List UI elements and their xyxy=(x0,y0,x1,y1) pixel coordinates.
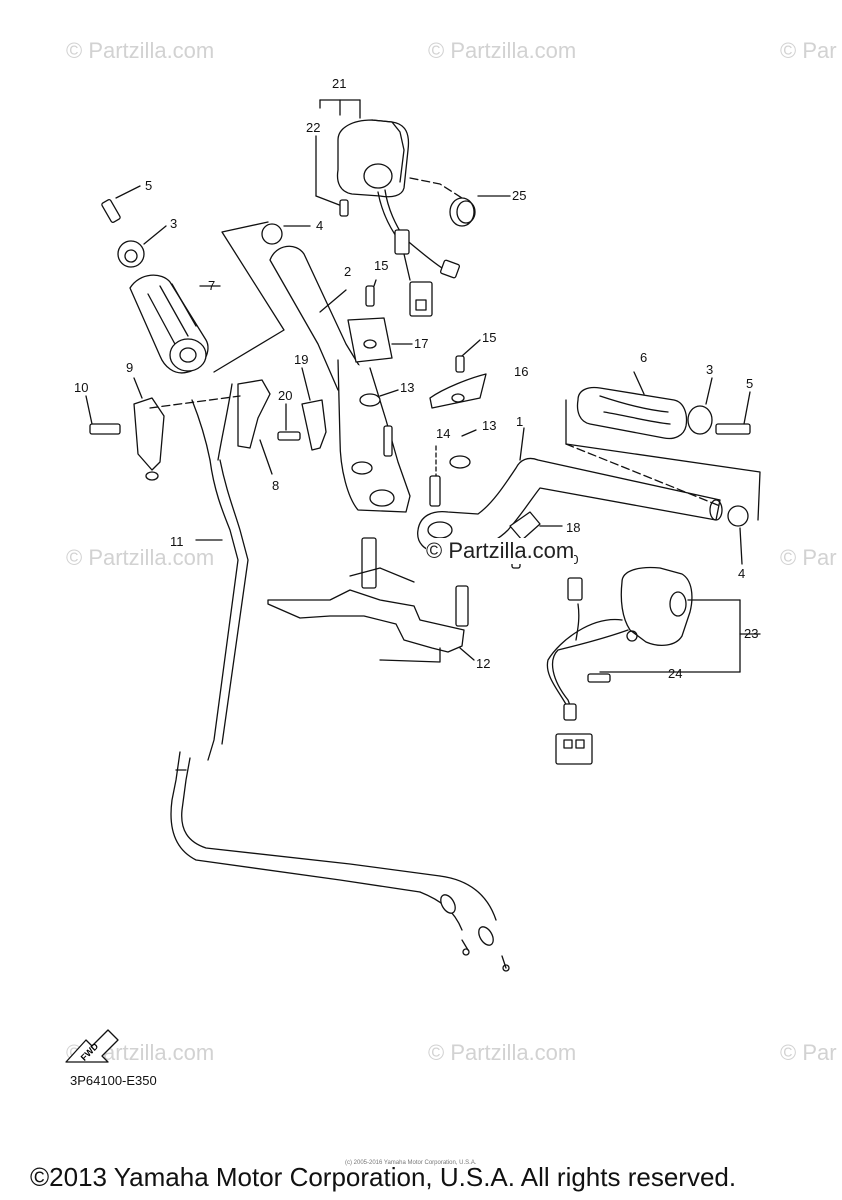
callout-3: 3 xyxy=(706,362,713,377)
bar-end-weight-3-right xyxy=(687,405,713,435)
callout-12: 12 xyxy=(476,656,490,671)
bracket-19 xyxy=(301,399,327,451)
bolt-14 xyxy=(429,475,441,507)
callout-23: 23 xyxy=(744,626,758,641)
holder-12 xyxy=(267,537,469,663)
screw-22 xyxy=(339,199,349,217)
bolt-5-left xyxy=(101,185,141,223)
forward-arrow-icon xyxy=(65,1029,119,1063)
copyright-notice: ©2013 Yamaha Motor Corporation, U.S.A. A… xyxy=(30,1162,737,1192)
watermark: © Par xyxy=(780,38,837,63)
callout-15: 15 xyxy=(482,330,496,345)
callout-5: 5 xyxy=(145,178,152,193)
callout-18: 18 xyxy=(566,520,580,535)
nut-13-left xyxy=(359,393,381,407)
callout-3: 3 xyxy=(170,216,177,231)
nut-13-right xyxy=(449,455,471,469)
screw-20-left xyxy=(277,431,301,441)
cover-16 xyxy=(429,373,487,409)
throttle-grip-7 xyxy=(129,274,221,374)
bar-end-weight-3-left xyxy=(117,240,145,268)
watermark: © Par xyxy=(780,545,837,570)
callout-21: 21 xyxy=(332,76,346,91)
callout-15: 15 xyxy=(374,258,388,273)
callout-14: 14 xyxy=(436,426,450,441)
clamp-18 xyxy=(509,511,541,541)
callout-16: 16 xyxy=(514,364,528,379)
bolt-5-right xyxy=(715,423,751,435)
callout-19: 19 xyxy=(294,352,308,367)
screw-15-right xyxy=(455,355,465,373)
callout-1: 1 xyxy=(516,414,523,429)
callout-4: 4 xyxy=(738,566,745,581)
watermark-center: © Partzilla.com xyxy=(426,538,575,564)
callout-8: 8 xyxy=(272,478,279,493)
watermark: © Par xyxy=(780,1040,837,1065)
callout-5: 5 xyxy=(746,376,753,391)
callout-9: 9 xyxy=(126,360,133,375)
watermark: © Partzilla.com xyxy=(66,38,215,63)
watermark: © Partzilla.com xyxy=(428,1040,577,1065)
bar-end-4-right xyxy=(727,505,749,527)
callout-2: 2 xyxy=(344,264,351,279)
tiny-copyright-note: (c) 2005-2016 Yamaha Motor Corporation, … xyxy=(345,1160,477,1166)
screw-10 xyxy=(89,423,121,435)
left-handlebar-switch xyxy=(336,119,460,317)
callout-13: 13 xyxy=(482,418,496,433)
watermark: © Partzilla.com xyxy=(428,38,577,63)
collar-25 xyxy=(449,197,475,227)
callout-7: 7 xyxy=(208,278,215,293)
callout-10: 10 xyxy=(74,380,88,395)
screw-15-upper xyxy=(365,285,375,307)
throttle-cables-11 xyxy=(170,459,510,972)
diagram-code: 3P64100-E350 xyxy=(70,1073,157,1088)
right-grip-6 xyxy=(576,371,688,440)
throttle-housing-8 xyxy=(237,379,271,449)
callout-24: 24 xyxy=(668,666,682,681)
callout-22: 22 xyxy=(306,120,320,135)
right-handlebar-switch xyxy=(546,566,693,765)
callout-6: 6 xyxy=(640,350,647,365)
callout-20: 20 xyxy=(278,388,292,403)
callout-13: 13 xyxy=(400,380,414,395)
left-handlebar-2 xyxy=(269,245,411,513)
callout-25: 25 xyxy=(512,188,526,203)
bar-end-4-left xyxy=(261,223,283,245)
callout-11: 11 xyxy=(170,534,184,549)
watermark: © Partzilla.com xyxy=(66,545,215,570)
throttle-housing-9 xyxy=(133,397,165,471)
callout-17: 17 xyxy=(414,336,428,351)
callout-4: 4 xyxy=(316,218,323,233)
